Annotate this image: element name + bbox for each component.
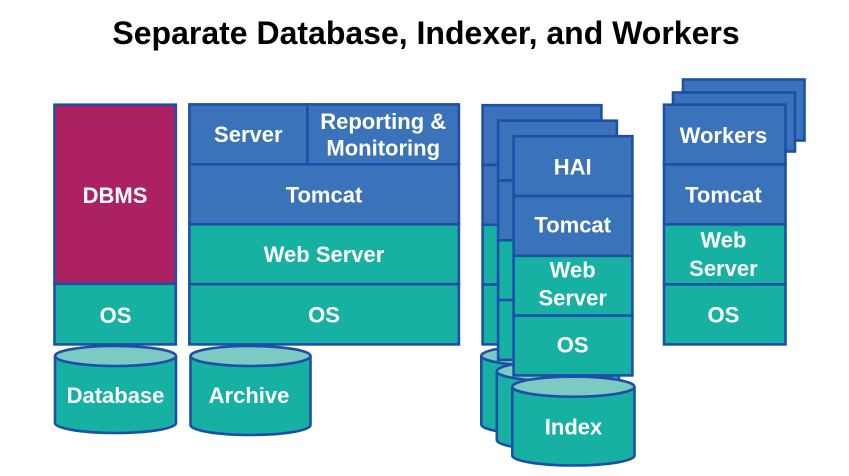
svg-text:Server: Server [689, 256, 758, 281]
svg-text:OS: OS [557, 333, 589, 358]
svg-text:Separate Database, Indexer, an: Separate Database, Indexer, and Workers [112, 15, 739, 51]
svg-text:Web: Web [550, 258, 596, 283]
svg-text:HAI: HAI [554, 155, 592, 180]
svg-text:OS: OS [308, 303, 340, 328]
svg-text:Database: Database [67, 383, 165, 408]
svg-text:Reporting &: Reporting & [320, 109, 446, 134]
svg-text:Tomcat: Tomcat [685, 182, 762, 207]
svg-text:Server: Server [538, 286, 607, 311]
svg-text:Monitoring: Monitoring [326, 136, 440, 161]
svg-text:DBMS: DBMS [83, 183, 148, 208]
svg-text:Web Server: Web Server [264, 242, 385, 267]
svg-text:Tomcat: Tomcat [534, 212, 611, 237]
svg-text:OS: OS [708, 303, 740, 328]
svg-text:Web: Web [700, 228, 746, 253]
svg-text:Tomcat: Tomcat [286, 182, 363, 207]
svg-text:Index: Index [545, 414, 603, 439]
svg-text:Archive: Archive [209, 383, 290, 408]
svg-text:Server: Server [214, 122, 283, 147]
svg-text:OS: OS [100, 303, 132, 328]
svg-text:Workers: Workers [680, 123, 768, 148]
